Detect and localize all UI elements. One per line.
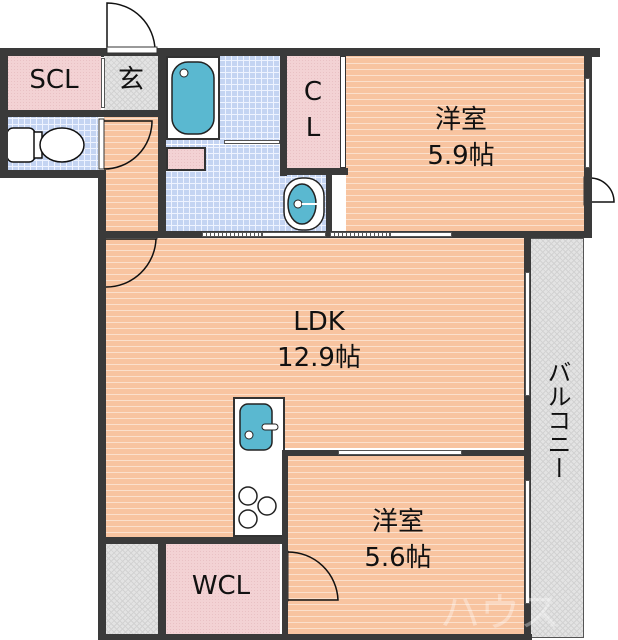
window-room2-balcony <box>525 480 530 604</box>
storage-space <box>104 544 158 634</box>
washbasin-icon <box>283 177 325 231</box>
western-1-label: 洋室 <box>434 105 487 135</box>
toilet-door-icon <box>98 118 153 170</box>
wall-ldk-right <box>524 238 531 638</box>
sliding-door-washroom-2 <box>262 232 326 237</box>
wall-hall-right <box>158 48 166 238</box>
washroom-shelf <box>166 147 206 171</box>
genkan-label: 玄 <box>117 65 144 95</box>
window-room1-east <box>585 78 590 168</box>
wall-bath-right <box>280 48 287 176</box>
front-door-icon <box>106 2 158 54</box>
room-ldk: LDK 12.9帖 <box>104 238 524 448</box>
window-ldk-balcony <box>525 272 530 396</box>
wall-room2-left <box>282 450 288 640</box>
room-closet: C L <box>286 56 340 168</box>
kitchen-sink-icon <box>239 403 279 451</box>
wall-toilet-bottom <box>0 170 104 178</box>
scl-label: SCL <box>29 65 79 95</box>
balcony-label: バルコニー <box>543 360 571 480</box>
closet-label-c: C <box>303 77 323 107</box>
room-wcl: WCL <box>166 544 280 634</box>
window-scl-door <box>101 58 105 108</box>
wall-genkan-bottom <box>98 110 160 117</box>
wall-washroom-right <box>326 168 332 236</box>
wall-storage-right <box>158 537 166 640</box>
wcl-label: WCL <box>191 571 251 601</box>
room-toilet <box>7 117 98 172</box>
wall-scl-bottom <box>0 110 104 117</box>
sliding-door-washroom <box>202 232 262 237</box>
watermark: ハウス <box>440 590 560 636</box>
western-2-size: 5.6帖 <box>364 543 432 573</box>
bath-door <box>224 140 280 144</box>
wall-left-lower <box>98 170 106 640</box>
western-2-label: 洋室 <box>371 507 424 537</box>
closet-label-l: L <box>305 113 321 143</box>
toilet-icon <box>6 127 85 163</box>
outer-wall-top-left <box>0 48 600 57</box>
ldk-size: 12.9帖 <box>277 343 361 373</box>
sliding-door-room1-2 <box>390 232 452 237</box>
room-western-1: 洋室 5.9帖 <box>346 56 584 231</box>
ldk-label: LDK <box>293 307 345 337</box>
balcony <box>530 238 584 638</box>
ldk-lower <box>104 448 234 538</box>
ldk-door-icon <box>104 233 158 288</box>
stove-burners-icon <box>238 486 277 529</box>
sliding-door-room2 <box>338 450 462 455</box>
room-genkan: 玄 <box>104 56 158 110</box>
wall-closet-bottom <box>280 168 348 175</box>
bathtub-icon <box>171 61 215 135</box>
room-scl: SCL <box>7 56 101 110</box>
western-1-size: 5.9帖 <box>427 141 495 171</box>
wall-bottom <box>98 634 532 640</box>
room-2-door-icon <box>282 550 339 602</box>
wall-kitchen-bottom <box>98 537 288 544</box>
closet-door <box>340 56 346 168</box>
room-western-2: 洋室 5.6帖 <box>288 456 524 634</box>
sliding-door-room1 <box>330 232 390 237</box>
